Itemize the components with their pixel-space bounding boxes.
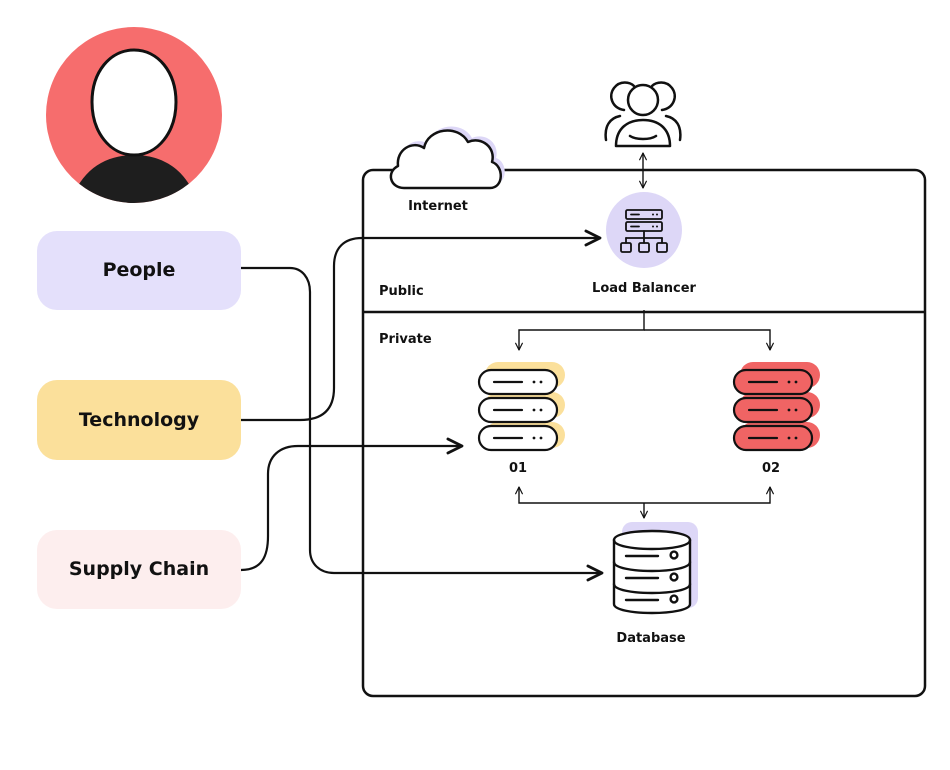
server-02-label: 02 [762, 461, 780, 476]
server-stack-icon [732, 362, 820, 452]
database-icon [612, 522, 698, 615]
supply-chain-pill: Supply Chain [37, 530, 241, 609]
people-label: People [103, 259, 176, 281]
supply-chain-label: Supply Chain [69, 558, 209, 580]
cloud-icon [389, 126, 505, 190]
private-label: Private [379, 332, 432, 347]
servers-database-link [515, 486, 774, 519]
server-01-label: 01 [509, 461, 527, 476]
technology-pill: Technology [37, 380, 241, 460]
people-to-database-link [241, 266, 604, 582]
people-pill: People [37, 231, 241, 310]
public-label: Public [379, 284, 424, 299]
database-label: Database [616, 631, 685, 646]
internet-label: Internet [408, 199, 468, 214]
technology-to-load-balancer-link [241, 229, 602, 422]
load-balancer-label: Load Balancer [592, 281, 697, 296]
load-balancer-icon [606, 192, 682, 268]
person-avatar-icon [46, 27, 222, 203]
server-stack-icon [477, 362, 565, 452]
technology-label: Technology [79, 409, 200, 431]
lb-to-servers-link [515, 310, 774, 351]
users-icon [604, 81, 682, 148]
supply-chain-to-server-link [240, 437, 464, 572]
